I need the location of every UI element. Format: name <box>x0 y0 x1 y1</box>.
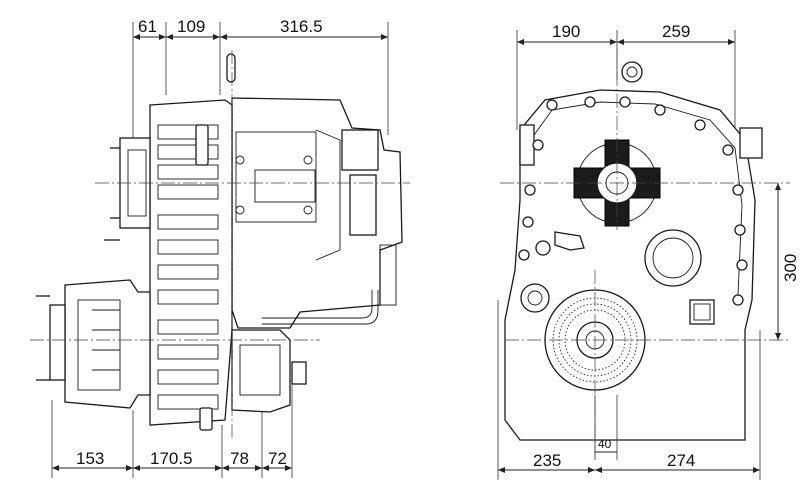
front-view-top-dimensions: 190 259 <box>516 22 736 130</box>
side-view-fins <box>157 124 219 410</box>
side-view-top-dimensions: 61 109 316.5 <box>132 17 389 150</box>
front-view-housing <box>504 61 763 441</box>
dim-316-5: 316.5 <box>280 17 323 36</box>
side-view-housing <box>36 53 403 431</box>
front-view-right-dimension: 300 <box>775 183 800 340</box>
dim-259: 259 <box>662 22 690 41</box>
dim-235: 235 <box>533 451 561 470</box>
side-view-bottom-dimensions: 153 170.5 78 72 <box>51 385 293 478</box>
side-view: 61 109 316.5 <box>30 17 410 478</box>
front-view-offset-dimension: 40 <box>594 395 618 460</box>
front-view-bottom-dimensions: 235 274 <box>497 300 761 480</box>
dim-109: 109 <box>177 17 205 36</box>
dim-40: 40 <box>598 437 612 451</box>
dim-61: 61 <box>138 17 157 36</box>
dim-78: 78 <box>230 449 249 468</box>
dim-274: 274 <box>667 451 695 470</box>
dim-190: 190 <box>552 22 580 41</box>
dim-72: 72 <box>268 449 287 468</box>
front-view: 190 259 <box>497 22 800 480</box>
dim-170-5: 170.5 <box>150 449 193 468</box>
dim-153: 153 <box>76 449 104 468</box>
dim-300: 300 <box>781 254 800 282</box>
front-view-bolts <box>518 96 748 306</box>
